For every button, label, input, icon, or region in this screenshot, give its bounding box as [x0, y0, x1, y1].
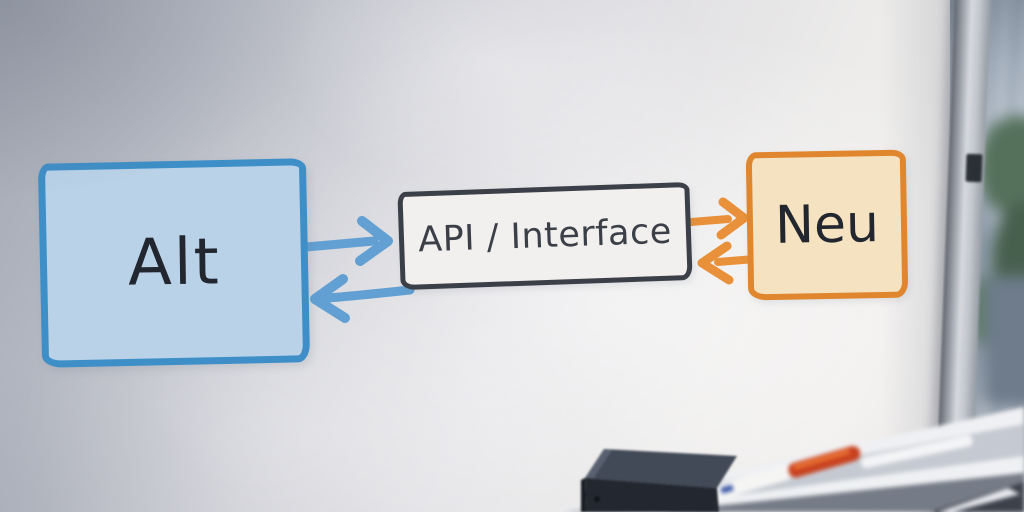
node-alt-label: Alt: [127, 225, 221, 301]
node-neu: Neu: [745, 149, 909, 301]
node-neu-label: Neu: [774, 194, 880, 256]
node-api-interface: API / Interface: [397, 181, 693, 291]
frame-clip: [965, 153, 983, 183]
node-api-label: API / Interface: [417, 211, 673, 260]
plant-pot: [984, 276, 1024, 406]
node-alt: Alt: [37, 158, 311, 368]
